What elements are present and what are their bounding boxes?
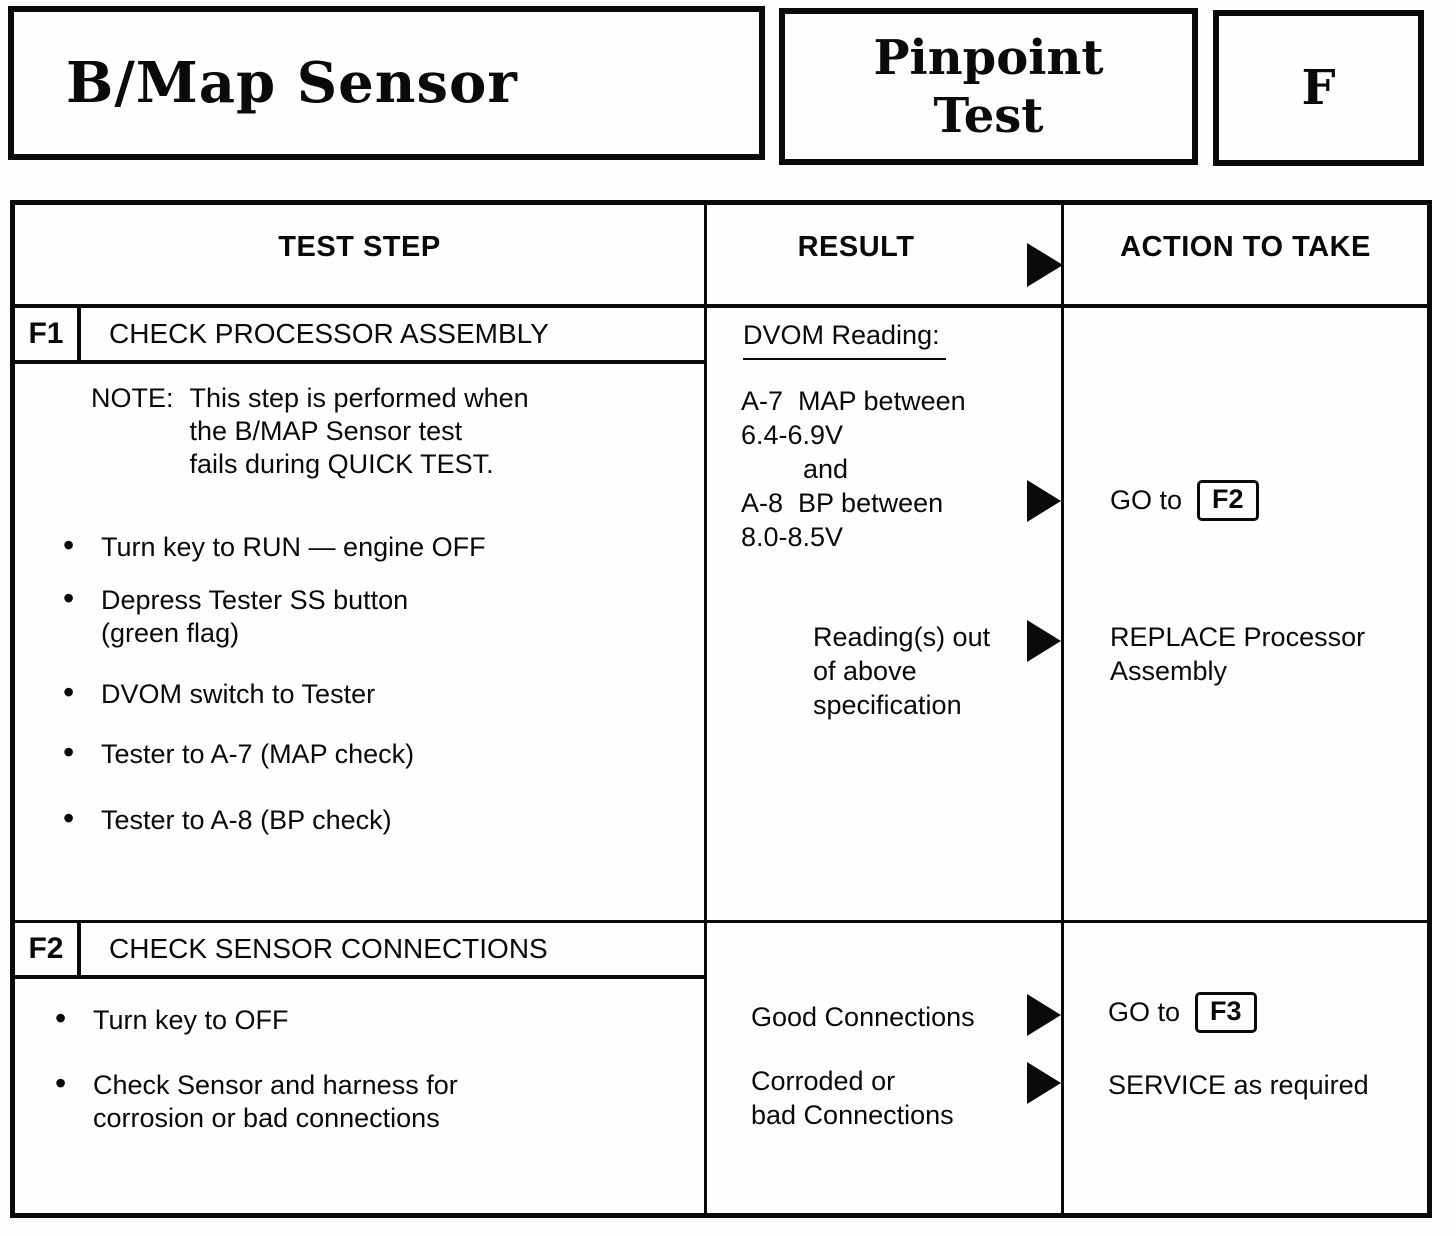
f2-action-1-text: GO to <box>1108 997 1181 1027</box>
test-step-header-label: TEST STEP <box>278 231 441 263</box>
f1-outcome2-line2: of above <box>813 656 917 686</box>
f1-note: NOTE: This step is performed when the B/… <box>91 382 704 481</box>
f1-action-1: GO to F2 <box>1110 480 1259 521</box>
f2-bullet-1: Turn key to OFF <box>55 1002 704 1037</box>
f2-action-cell: GO to F3 SERVICE as required <box>1064 923 1427 1213</box>
f1-goto-target: F2 <box>1197 480 1259 521</box>
column-header-result: RESULT <box>707 205 1064 308</box>
result-header-label: RESULT <box>797 231 915 263</box>
f2-action-1: GO to F3 <box>1108 992 1257 1033</box>
f1-bullet-3: DVOM switch to Tester <box>63 676 704 711</box>
doc-type-line1: Pinpoint <box>873 29 1104 86</box>
f1-note-line2: the B/MAP Sensor test <box>189 416 463 446</box>
f2-step-title: CHECK SENSOR CONNECTIONS <box>109 933 548 964</box>
f1-step-header: F1 CHECK PROCESSOR ASSEMBLY <box>15 308 704 364</box>
f2-result-cell: Good Connections Corroded or bad Connect… <box>707 923 1064 1213</box>
f1-bullet-1: Turn key to RUN — engine OFF <box>63 529 704 564</box>
f2-step-header: F2 CHECK SENSOR CONNECTIONS <box>15 923 704 979</box>
f2-result-2: Corroded or bad Connections <box>751 1064 954 1132</box>
f2-result-2-line1: Corroded or <box>751 1066 896 1096</box>
f1-action-2: REPLACE Processor Assembly <box>1110 620 1365 688</box>
f1-spec-line4: A-8 BP between <box>741 488 944 518</box>
action-header-label: ACTION TO TAKE <box>1120 231 1371 263</box>
f1-action-2-line1: REPLACE Processor <box>1110 622 1366 652</box>
f1-outcome2-line3: specification <box>813 690 962 720</box>
f2-bullet-2-line2: corrosion or bad connections <box>93 1103 440 1133</box>
pinpoint-test-box: Pinpoint Test <box>779 8 1198 165</box>
result-arrow-icon <box>1027 242 1063 287</box>
f2-step-id: F2 <box>15 923 81 975</box>
f1-bullet-5: Tester to A-8 (BP check) <box>63 802 704 837</box>
f1-outcome2-line1: Reading(s) out <box>813 622 991 652</box>
section-letter: F <box>1301 60 1336 116</box>
f1-spec-line1: A-7 MAP between <box>741 386 966 416</box>
f1-note-line3: fails during QUICK TEST. <box>189 449 494 479</box>
f1-spec-line5: 8.0-8.5V <box>741 522 844 552</box>
f1-note-label: NOTE: <box>91 383 174 413</box>
f1-spec-line2: 6.4-6.9V <box>741 420 844 450</box>
f2-outcome1-arrow-icon <box>1027 994 1061 1036</box>
f1-outcome2-arrow-icon <box>1027 620 1061 662</box>
f2-result-2-line2: bad Connections <box>751 1100 954 1130</box>
page-title: B/Map Sensor <box>66 50 518 116</box>
f1-note-line1: This step is performed when <box>189 383 529 413</box>
f1-bullet-2: Depress Tester SS button (green flag) <box>63 582 704 650</box>
column-header-action: ACTION TO TAKE <box>1064 205 1427 308</box>
f1-step-title: CHECK PROCESSOR ASSEMBLY <box>109 318 549 349</box>
f2-result-1: Good Connections <box>751 1002 975 1032</box>
f1-test-step-cell: F1 CHECK PROCESSOR ASSEMBLY NOTE: This s… <box>15 308 707 923</box>
f1-action-1-text: GO to <box>1110 485 1183 515</box>
f1-outcome2-block: Reading(s) out of above specification <box>813 620 990 722</box>
f1-step-id: F1 <box>15 308 81 360</box>
f1-result-heading: DVOM Reading: <box>743 320 946 360</box>
sensor-title-box: B/Map Sensor <box>8 6 765 160</box>
f1-bullet-4: Tester to A-7 (MAP check) <box>63 736 704 771</box>
f2-outcome2-arrow-icon <box>1027 1062 1061 1104</box>
f1-spec-block: A-7 MAP between 6.4-6.9V and A-8 BP betw… <box>741 384 966 554</box>
f1-action-2-line2: Assembly <box>1110 656 1228 686</box>
f1-note-text: This step is performed when the B/MAP Se… <box>190 382 529 481</box>
f2-goto-target: F3 <box>1195 992 1257 1033</box>
column-header-test-step: TEST STEP <box>15 205 707 308</box>
f1-outcome1-arrow-icon <box>1027 480 1061 522</box>
f2-test-step-cell: F2 CHECK SENSOR CONNECTIONS Turn key to … <box>15 923 707 1213</box>
f1-action-cell: GO to F2 REPLACE Processor Assembly <box>1064 308 1427 923</box>
f1-bullet-2-line2: (green flag) <box>101 618 240 648</box>
pinpoint-test-table: TEST STEP RESULT ACTION TO TAKE F1 CHECK… <box>10 200 1432 1218</box>
f2-action-2: SERVICE as required <box>1108 1070 1369 1100</box>
doc-type-line2: Test <box>933 87 1044 144</box>
f2-bullet-2: Check Sensor and harness for corrosion o… <box>55 1067 704 1135</box>
f1-spec-line3: and <box>803 454 849 484</box>
f2-bullet-2-line1: Check Sensor and harness for <box>93 1070 458 1100</box>
section-letter-box: F <box>1213 10 1424 166</box>
f1-bullet-2-line1: Depress Tester SS button <box>101 585 409 615</box>
f1-result-cell: DVOM Reading: A-7 MAP between 6.4-6.9V a… <box>707 308 1064 923</box>
